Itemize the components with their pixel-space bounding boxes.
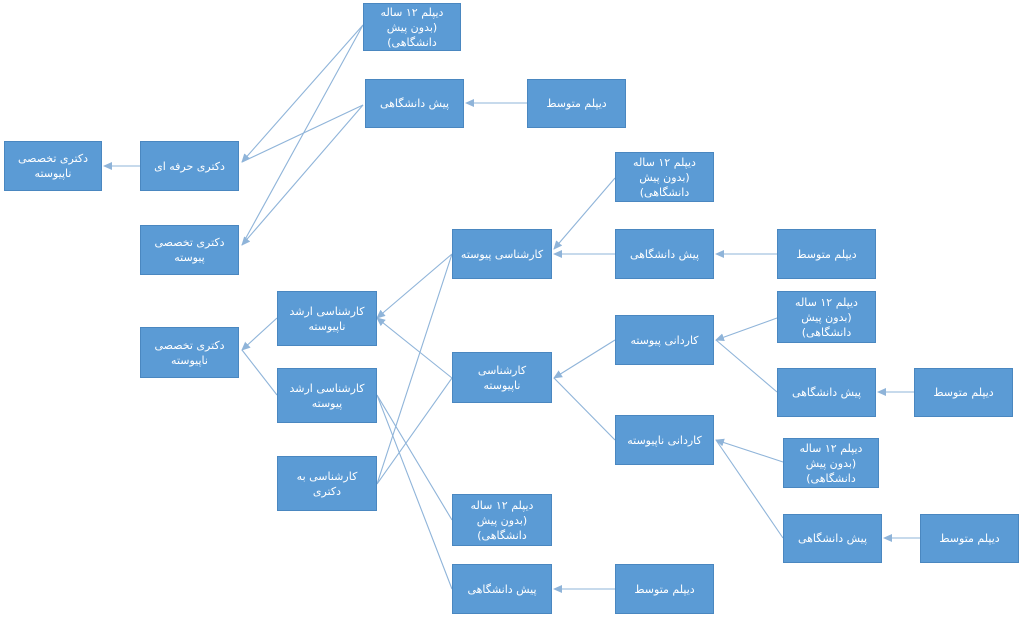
connector-line — [241, 317, 278, 351]
connector-line — [553, 377, 616, 441]
node-diploma-12yr: دیپلم ۱۲ ساله (بدون پیش دانشگاهی) — [452, 494, 552, 546]
connector-line — [376, 394, 453, 521]
connector-line — [376, 377, 453, 485]
node-bachelor-continuous: کارشناسی پیوسته — [452, 229, 552, 279]
node-diploma-intermediate: دیپلم متوسط — [527, 79, 626, 128]
connector-line — [715, 439, 784, 539]
connector-line — [715, 438, 784, 463]
node-associate-continuous: کاردانی پیوسته — [615, 315, 714, 365]
connector-line — [241, 24, 364, 246]
connector-line — [241, 24, 364, 163]
node-associate-discontinuous: کاردانی ناپیوسته — [615, 415, 714, 465]
node-bachelor-discontinuous: کارشناسی ناپیوسته — [452, 352, 552, 403]
node-diploma-intermediate: دیپلم متوسط — [777, 229, 876, 279]
connector-line — [241, 349, 278, 396]
node-specialized-doctorate-continuous: دکتری تخصصی پیوسته — [140, 225, 239, 275]
connector-line — [715, 339, 778, 393]
node-diploma-12yr: دیپلم ۱۲ ساله (بدون پیش دانشگاهی) — [777, 291, 876, 343]
node-professional-doctorate: دکتری حرفه ای — [140, 141, 239, 191]
connector-line — [376, 253, 453, 485]
connector-line — [715, 317, 778, 342]
node-bachelor-to-doctorate: کارشناسی به دکتری — [277, 456, 377, 511]
connector-line — [376, 253, 453, 319]
connector-line — [553, 339, 616, 379]
node-diploma-intermediate: دیپلم متوسط — [914, 368, 1013, 417]
node-pre-university: پیش دانشگاهی — [783, 514, 882, 563]
node-diploma-12yr: دیپلم ۱۲ ساله (بدون پیش دانشگاهی) — [363, 3, 461, 51]
connector-line — [376, 394, 453, 590]
connector-line — [241, 104, 364, 163]
node-diploma-intermediate: دیپلم متوسط — [920, 514, 1019, 563]
node-pre-university: پیش دانشگاهی — [615, 229, 714, 279]
connector-line — [553, 177, 616, 250]
node-specialized-doctorate-discontinuous: دکتری تخصصی ناپیوسته — [140, 327, 239, 378]
node-pre-university: پیش دانشگاهی — [452, 564, 552, 614]
node-diploma-12yr: دیپلم ۱۲ ساله (بدون پیش دانشگاهی) — [783, 438, 879, 488]
node-master-continuous: کارشناسی ارشد پیوسته — [277, 368, 377, 423]
node-diploma-intermediate: دیپلم متوسط — [615, 564, 714, 614]
connector-line — [241, 104, 364, 246]
node-diploma-12yr: دیپلم ۱۲ ساله (بدون پیش دانشگاهی) — [615, 152, 714, 202]
node-specialized-doctorate-discontinuous: دکتری تخصصی ناپیوسته — [4, 141, 102, 191]
node-pre-university: پیش دانشگاهی — [777, 368, 876, 417]
node-pre-university: پیش دانشگاهی — [365, 79, 464, 128]
node-master-discontinuous: کارشناسی ارشد ناپیوسته — [277, 291, 377, 346]
connector-line — [376, 317, 453, 379]
